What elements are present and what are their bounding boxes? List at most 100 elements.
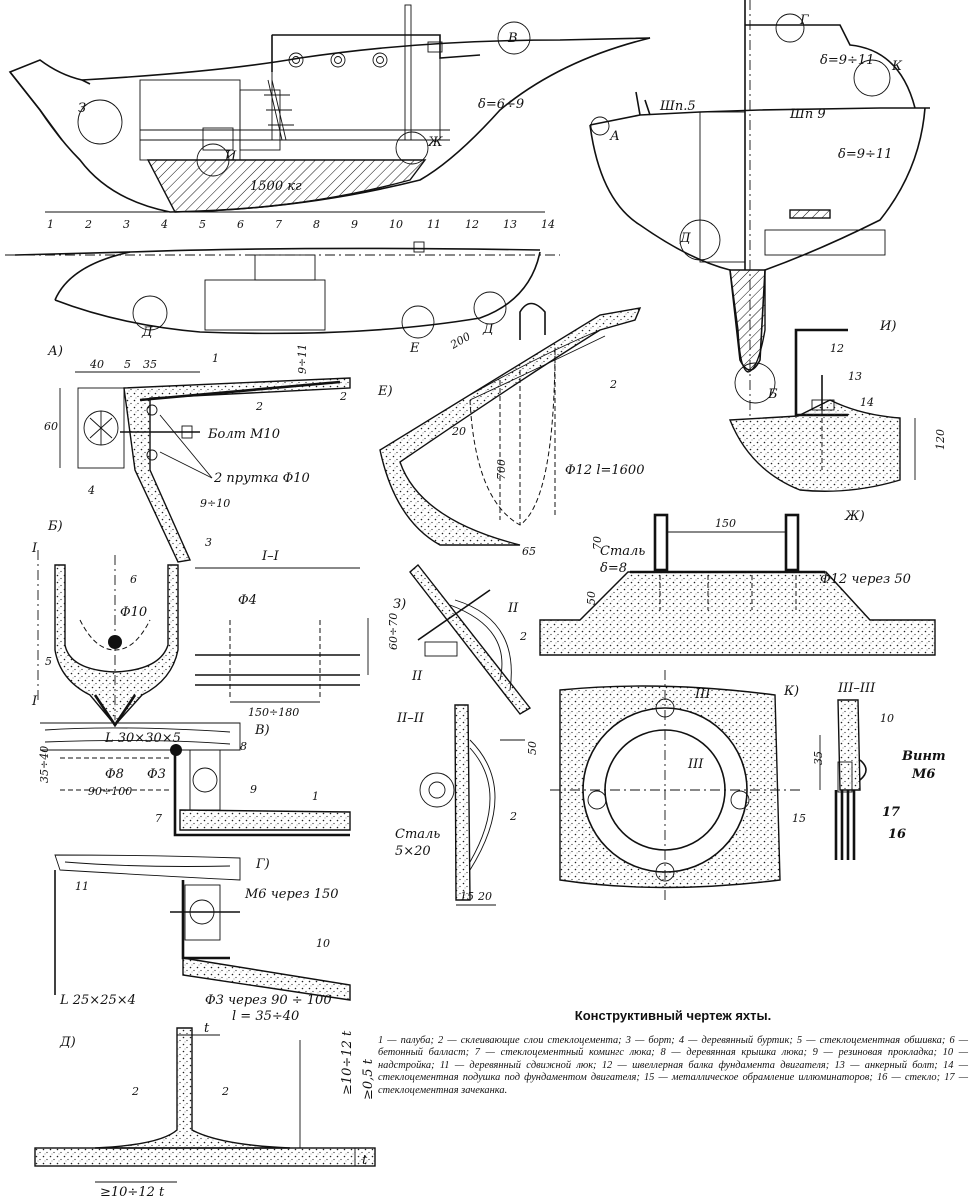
- dim-9-11: 9÷11: [296, 344, 309, 374]
- angle-note-b: L 30×30×5: [104, 731, 181, 746]
- part-12: 12: [830, 342, 844, 355]
- part-1: 1: [212, 352, 219, 365]
- dim-150-zh: 150: [715, 517, 736, 530]
- part-2-d-left: 2: [131, 1085, 139, 1098]
- rod-spacing-note: Φ12 через 50: [820, 572, 911, 587]
- part-9: 9: [250, 783, 257, 796]
- part-7: 7: [155, 812, 162, 825]
- screw-size-k: М6: [911, 767, 935, 782]
- dim-60: 60: [44, 420, 58, 433]
- part-2-e: 2: [609, 378, 617, 391]
- detail-d: Д) t ≥10÷12 t ≥0,5 t t ≥10÷12 t 2 2: [34, 1021, 376, 1200]
- dim-phi-10: Φ10: [120, 605, 147, 620]
- steel-note: Сталь: [395, 827, 440, 842]
- part-14: 14: [860, 396, 874, 409]
- part-13: 13: [848, 370, 862, 383]
- dim-20: 20: [451, 425, 466, 438]
- dim-t-side: t: [362, 1153, 368, 1168]
- dim-10-12t-horizontal: ≥10÷12 t: [100, 1185, 165, 1200]
- dim-200: 200: [447, 330, 473, 352]
- dim-35-40: 35÷40: [38, 746, 51, 783]
- detail-zh-label: Ж): [844, 509, 865, 524]
- thickness-label-side: δ=9÷11: [838, 147, 892, 162]
- detail-ii: II–II 50 Сталь 5×20 2 15 20: [395, 704, 539, 906]
- station-label: 14: [541, 218, 555, 231]
- callout-e: Е: [409, 341, 420, 356]
- station-label: 1: [47, 218, 54, 231]
- station-label: 2: [84, 218, 92, 231]
- dim-65: 65: [522, 545, 536, 558]
- dim-60-70: 60÷70: [387, 613, 400, 650]
- section-title-ii: II–II: [396, 711, 425, 726]
- part-5: 5: [45, 655, 52, 668]
- section-view: Шп.5 Шп 9 δ=9÷11 δ=9÷11 Г К А Д Б: [589, 0, 930, 420]
- callout-b: Б: [767, 387, 778, 402]
- part-3: 3: [205, 536, 212, 549]
- ballast-weight-label: 1500 кг: [250, 179, 302, 194]
- callout-g: Г: [799, 13, 809, 28]
- part-10-g: 10: [316, 937, 330, 950]
- steel-size-note: 5×20: [395, 844, 431, 859]
- dim-phi-8: Φ8: [105, 767, 124, 782]
- detail-z: З) II II 2: [393, 563, 532, 715]
- part-4: 4: [87, 484, 95, 497]
- bolt-note: Болт М10: [207, 427, 280, 442]
- station-label: 12: [465, 218, 479, 231]
- station-label: 7: [275, 218, 282, 231]
- callout-z: З: [78, 101, 86, 116]
- station-label: 3: [123, 218, 130, 231]
- part-10-k: 10: [880, 712, 894, 725]
- part-1-v: 1: [312, 790, 319, 803]
- station-label: 4: [160, 218, 168, 231]
- station-label: 10: [389, 218, 403, 231]
- station-label: 11: [427, 218, 441, 231]
- section-mark-iii-top: III: [694, 687, 711, 702]
- dim-15: 15: [460, 890, 474, 903]
- station-scale: 1 2 3 4 5 6 7 8 9 10 11 12 13 14: [47, 218, 555, 231]
- callout-k: К: [891, 59, 903, 74]
- section-mark-ii-bottom: II: [411, 669, 423, 684]
- detail-v: В) 35÷40 Φ8 Φ3 90÷100 7 8 9 1: [38, 722, 351, 837]
- detail-i: И) 120 12 13 14: [728, 319, 947, 492]
- dim-20-ii: 20: [477, 890, 492, 903]
- part-2-ii: 2: [509, 810, 517, 823]
- angle-note-g: L 25×25×4: [59, 993, 136, 1008]
- thickness-note-zh: δ=8: [600, 561, 627, 576]
- dim-70: 70: [591, 536, 604, 550]
- part-17: 17: [882, 805, 900, 820]
- detail-z-label: З): [393, 597, 406, 612]
- dim-35-k: 35: [812, 751, 825, 765]
- station-label: 6: [237, 218, 244, 231]
- part-2-d-right: 2: [221, 1085, 229, 1098]
- caption-title: Конструктивный чертеж яхты.: [574, 1008, 772, 1023]
- station-label: 8: [313, 218, 320, 231]
- detail-k: К) III III III–III 35 Винт М6 10 15 17 1…: [550, 670, 946, 900]
- section-mark-i-bottom: I: [31, 694, 38, 709]
- callout-i: И: [224, 149, 237, 164]
- section-mark-i-top: I: [31, 541, 38, 556]
- part-6: 6: [130, 573, 137, 586]
- section-title-i: I–I: [261, 549, 280, 564]
- dim-0-5t: ≥0,5 t: [361, 1058, 376, 1100]
- section-title-iii: III–III: [837, 681, 876, 696]
- detail-a: А) 40 5 35 9÷11 60 Болт М10 2 прутка Φ10…: [44, 344, 351, 563]
- part-2a: 2: [255, 400, 263, 413]
- part-16: 16: [888, 827, 906, 842]
- station-label: 9: [351, 218, 358, 231]
- detail-a-label: А): [47, 344, 63, 359]
- detail-zh: Ж) 150 Сталь δ=8 Φ12 через 50 70 50: [539, 509, 936, 656]
- station-label: 5: [199, 218, 206, 231]
- detail-g: Г) М6 через 150 11 10 L 25×25×4 Φ3 через…: [54, 854, 351, 1024]
- dim-35: 35: [143, 358, 157, 371]
- callout-d-right: Д: [482, 322, 494, 337]
- part-8: 8: [240, 740, 247, 753]
- detail-k-label: К): [783, 684, 799, 699]
- section-mark-iii-middle: III: [687, 757, 704, 772]
- callout-d-left: Д: [141, 325, 153, 340]
- part-11: 11: [75, 880, 89, 893]
- caption-legend: 1 — палуба; 2 — склеивающие слои стеклоц…: [378, 1035, 968, 1096]
- callout-v: В: [507, 31, 518, 46]
- part-2b: 2: [339, 390, 347, 403]
- plan-view: Д Е Д: [5, 241, 560, 356]
- bars-note: 2 прутка Φ10: [213, 471, 310, 486]
